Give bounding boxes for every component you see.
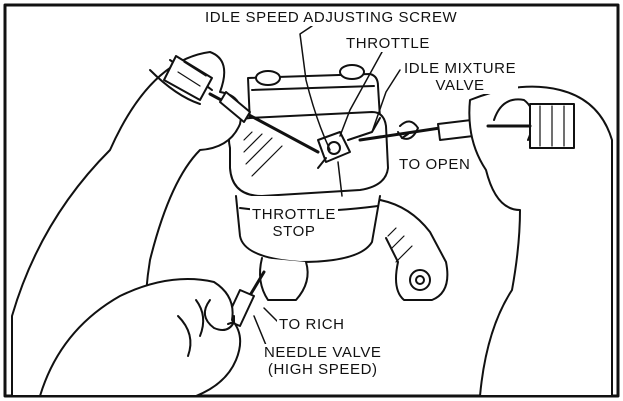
bottom-hand [39, 278, 242, 397]
label-to-open: TO OPEN [397, 156, 473, 173]
label-throttle-stop-line2: STOP [272, 223, 316, 240]
leader-lines [253, 25, 401, 351]
label-needle-valve: NEEDLE VALVE (HIGH SPEED) [262, 344, 384, 378]
figure-border [3, 3, 620, 398]
label-needle-valve-line2: (HIGH SPEED) [267, 361, 378, 378]
label-needle-valve-line1: NEEDLE VALVE [264, 344, 382, 361]
label-to-rich: TO RICH [277, 316, 347, 333]
label-idle-mixture-valve: IDLE MIXTURE VALVE [402, 60, 519, 94]
rotation-arrows [203, 120, 419, 331]
left-hand-screwdriver [11, 51, 320, 397]
label-idle-mixture-line2: VALVE [435, 77, 485, 94]
label-idle-mixture-line1: IDLE MIXTURE [404, 60, 517, 77]
carburetor-body [228, 64, 449, 301]
label-throttle: THROTTLE [344, 35, 432, 52]
label-throttle-stop: THROTTLE STOP [250, 206, 338, 240]
right-hand-screwdriver [468, 85, 613, 397]
label-throttle-stop-line1: THROTTLE [252, 206, 336, 223]
label-idle-speed-adjusting-screw: IDLE SPEED ADJUSTING SCREW [203, 9, 460, 26]
